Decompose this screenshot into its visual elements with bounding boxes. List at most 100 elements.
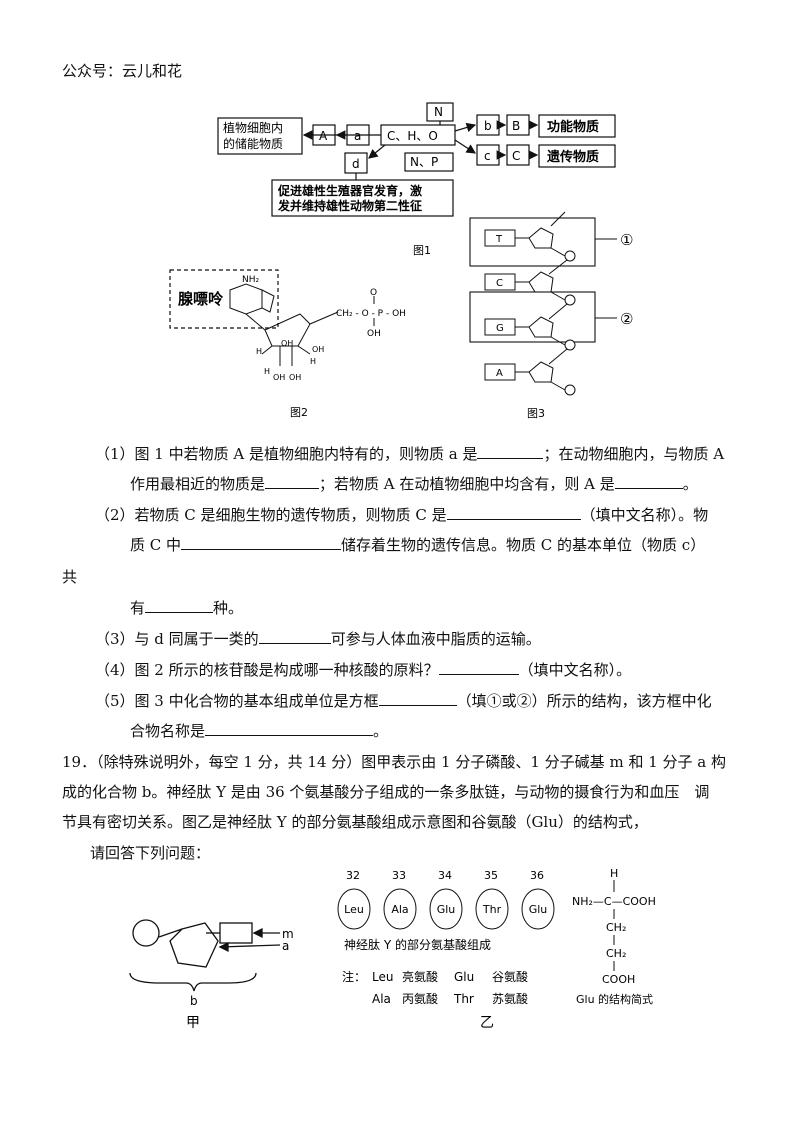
fig2-adenine: 腺嘌呤 — [178, 290, 224, 308]
q1-blank-a[interactable] — [477, 442, 544, 459]
fig1-plant-storage-1: 植物细胞内 — [223, 120, 283, 135]
fig3-mark-1: ① — [620, 231, 633, 249]
fig1-A: A — [319, 129, 328, 143]
fig3-base-label: T — [495, 234, 503, 245]
fig1-d: d — [352, 157, 360, 171]
fig3-nucleotides: T C G A — [484, 227, 576, 396]
fig3-nucleotide-2: C — [484, 271, 576, 320]
yi-amino-circle — [383, 888, 417, 930]
q5-line2: 合物名称是。 — [130, 716, 388, 746]
fig2-oh-4: OH — [289, 373, 301, 382]
yi-note-glu: Glu — [454, 970, 474, 984]
yi-position-number: 36 — [530, 869, 544, 882]
q2-blank-kinds[interactable] — [145, 596, 214, 613]
fig2-oh-3: OH — [273, 373, 285, 382]
glu-ch2-b: CH₂ — [606, 947, 626, 960]
yi-note-thr: Thr — [453, 992, 474, 1006]
fig1-functional: 功能物质 — [547, 119, 599, 135]
yi-position-number: 33 — [392, 869, 406, 882]
q19-line4: 请回答下列问题： — [90, 844, 211, 862]
q2-blank-C[interactable] — [446, 503, 581, 520]
q1-blank-animal[interactable] — [265, 472, 320, 489]
yi-caption: 乙 — [480, 1015, 494, 1031]
q2-line3: 共 — [62, 568, 78, 586]
q5-blank-name[interactable] — [205, 719, 374, 736]
fig2-oh-1: OH — [281, 339, 293, 348]
jia-caption: 甲 — [186, 1015, 200, 1031]
yi-title: 神经肽 Y 的部分氨基酸组成 — [344, 937, 491, 952]
figure-jia-nucleotide: m a b 甲 — [129, 919, 294, 1031]
glu-cooh: COOH — [602, 973, 635, 986]
fig1-d-desc-1: 促进雄性生殖器官发育，激 — [277, 183, 422, 198]
yi-note-leu-cn: 亮氨酸 — [402, 969, 438, 984]
fig3-base-label: A — [496, 368, 503, 379]
fig1-C: C — [512, 149, 520, 163]
fig3-caption: 图3 — [527, 407, 545, 420]
q1-blank-A[interactable] — [614, 472, 683, 489]
fig3-base-label: C — [496, 278, 503, 289]
yi-position-number: 35 — [484, 869, 498, 882]
fig1-caption: 图1 — [413, 244, 431, 257]
fig2-h-3: H — [310, 357, 316, 366]
fig3-nucleotide-1: T — [484, 227, 576, 275]
yi-amino-label: Thr — [482, 903, 502, 916]
yi-amino-label: Leu — [344, 903, 364, 916]
fig2-oh-2: OH — [312, 345, 324, 354]
q2-line2: 质 C 中储存着生物的遗传信息。物质 C 的基本单位（物质 c） — [130, 530, 705, 560]
glu-ch2-a: CH₂ — [606, 921, 626, 934]
fig2-nh2: NH₂ — [242, 275, 260, 285]
header-text: 公众号：云儿和花 — [62, 62, 183, 80]
q19-line1: 19．（除特殊说明外，每空 1 分，共 14 分）图甲表示由 1 分子磷酸、1 … — [62, 753, 727, 771]
fig1-c: c — [484, 149, 491, 163]
yi-amino-circle — [475, 888, 509, 930]
fig3-base-label: G — [496, 323, 504, 334]
fig3-nucleotide-3: G — [484, 316, 576, 365]
fig2-h-1: H — [256, 347, 262, 356]
q5-blank-box[interactable] — [378, 689, 457, 706]
q2-blank-info[interactable] — [181, 533, 342, 550]
fig2-phosphate: CH₂ - O - P - OH — [336, 309, 406, 319]
q19-line2: 成的化合物 b。神经肽 Y 是由 36 个氨基酸分子组成的一条多肽链，与动物的摄… — [62, 783, 710, 801]
yi-amino-circle — [337, 888, 371, 930]
fig1-a: a — [354, 129, 361, 143]
jia-a: a — [282, 939, 289, 953]
q4-blank[interactable] — [438, 658, 519, 675]
fig2-caption: 图2 — [290, 406, 308, 419]
glu-caption: Glu 的结构简式 — [576, 992, 653, 1006]
fig1-genetic: 遗传物质 — [546, 149, 599, 165]
q4-line: （4）图 2 所示的核苷酸是构成哪一种核酸的原料？（填中文名称）。 — [95, 655, 631, 685]
yi-note-prefix: 注： — [342, 969, 366, 984]
fig2-h-2: H — [264, 367, 270, 376]
fig1-d-desc-2: 发并维持雄性动物第二性征 — [277, 198, 422, 213]
fig1-B: B — [512, 119, 520, 133]
jia-m: m — [282, 927, 294, 941]
yi-note-ala-cn: 丙氨酸 — [402, 991, 438, 1006]
glu-h: H — [610, 867, 618, 880]
q3-line: （3）与 d 同属于一类的可参与人体血液中脂质的运输。 — [95, 624, 541, 654]
fig1-cho: C、H、O — [387, 129, 438, 143]
yi-position-number: 34 — [438, 869, 452, 882]
q1-line2: 作用最相近的物质是；若物质 A 在动植物细胞中均含有，则 A 是。 — [130, 469, 698, 499]
yi-amino-circle — [429, 888, 463, 930]
q2-line4: 有种。 — [130, 593, 243, 623]
q3-blank[interactable] — [258, 627, 331, 644]
q5-line1: （5）图 3 中化合物的基本组成单位是方框（填①或②）所示的结构，该方框中化 — [95, 686, 712, 716]
fig1-plant-storage-2: 的储能物质 — [223, 136, 283, 151]
yi-amino-label: Glu — [437, 903, 456, 916]
q2-line1: （2）若物质 C 是细胞生物的遗传物质，则物质 C 是（填中文名称）。物 — [95, 500, 708, 530]
figure-2-nucleotide: 腺嘌呤 NH₂ CH₂ - O - P - OH O OH OH OH H H … — [169, 269, 406, 419]
yi-amino-label: Glu — [529, 903, 548, 916]
yi-note-thr-cn: 苏氨酸 — [492, 991, 528, 1006]
fig2-p-top: O — [370, 288, 377, 298]
fig3-nucleotide-4: A — [484, 361, 576, 396]
fig1-b: b — [484, 119, 492, 133]
yi-note-leu: Leu — [372, 970, 393, 984]
fig2-p-bottom: OH — [367, 329, 381, 339]
q19-line3: 节具有密切关系。图乙是神经肽 Y 的部分氨基酸组成示意图和谷氨酸（Glu）的结构… — [62, 813, 648, 831]
figure-1: 植物细胞内 的储能物质 A a C、H、O N N、P b B 功能物质 c C… — [217, 102, 616, 257]
glu-main: NH₂—C—COOH — [572, 895, 656, 908]
yi-position-number: 32 — [346, 869, 360, 882]
